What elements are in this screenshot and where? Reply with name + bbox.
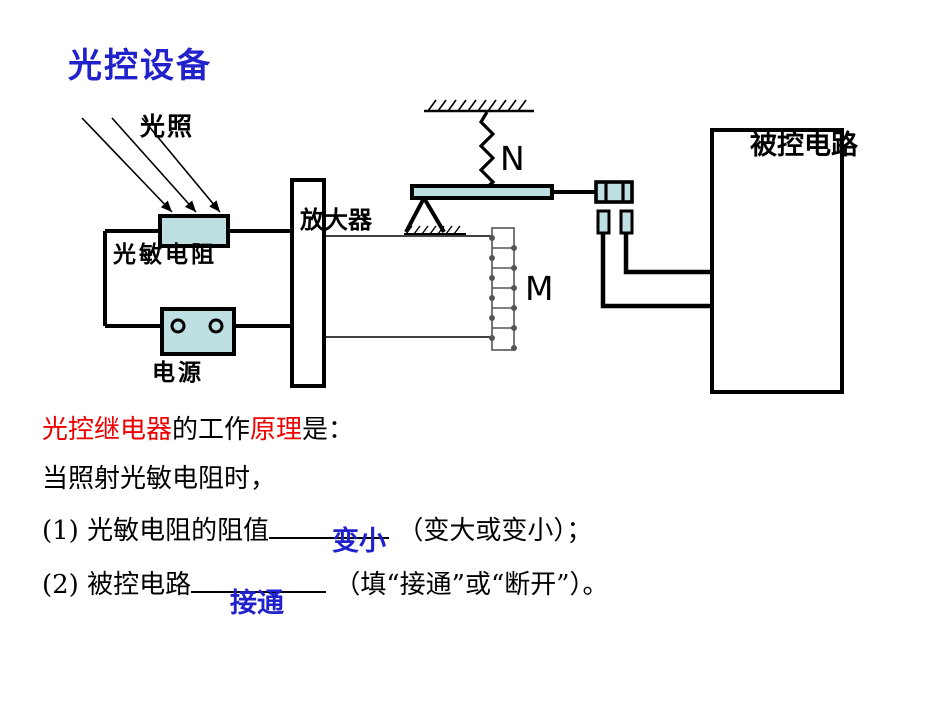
item-2-number: (2)	[42, 570, 79, 600]
question-item-1: (1) 光敏电阻的阻值 （变大或变小）；	[42, 506, 922, 560]
item-2-text-before: 被控电路	[87, 570, 192, 600]
pivot-stand	[404, 196, 446, 234]
relay-contact-pin-right	[619, 209, 634, 235]
amplifier-label: 放大器	[300, 205, 372, 234]
heading-text-of-working: 的工作	[172, 415, 251, 445]
circuit-diagram	[81, 99, 844, 394]
controlled-circuit-box	[710, 128, 844, 394]
amplifier-output-wiring	[324, 235, 492, 338]
ceiling-support	[424, 99, 534, 113]
item-1-answer-blank[interactable]	[269, 537, 390, 539]
item-1-text-before: 光敏电阻的阻值	[87, 516, 270, 546]
spring-symbol	[478, 111, 496, 192]
relay-contact-bridge	[594, 180, 634, 204]
power-source-symbol	[160, 307, 236, 356]
question-text-block: 光控继电器的工作原理是： 当照射光敏电阻时， (1) 光敏电阻的阻值 （变大或变…	[42, 408, 922, 614]
question-heading-line: 光控继电器的工作原理是：	[42, 408, 922, 456]
controlled-circuit-label: 被控电路	[750, 128, 858, 163]
amplifier-box	[290, 178, 326, 388]
pivot-ground-hatch	[404, 225, 466, 235]
light-rays-group	[81, 117, 221, 213]
photoresistor-symbol	[158, 214, 230, 248]
item-1-answer-text: 变小	[332, 526, 386, 557]
power-terminal-negative	[170, 318, 186, 334]
light-label: 光照	[140, 112, 195, 141]
heading-term-relay: 光控继电器	[42, 415, 173, 445]
question-item-2: (2) 被控电路 （填“接通”或“断开”）。	[42, 560, 922, 614]
question-condition-line: 当照射光敏电阻时，	[42, 464, 277, 494]
electromagnet-label: M	[525, 269, 554, 308]
electromagnet-coil	[488, 227, 517, 351]
photoresistor-label: 光敏电阻	[113, 241, 217, 268]
spring-label: N	[500, 139, 525, 178]
heading-term-principle: 原理	[250, 415, 303, 445]
relay-contact-pin-left	[596, 209, 611, 235]
item-1-text-after: （变大或变小）；	[397, 516, 593, 546]
controlled-circuit-wiring	[600, 233, 712, 309]
power-source-label: 电源	[152, 359, 204, 386]
item-2-text-after: （填“接通”或“断开”）。	[334, 570, 609, 600]
item-2-answer-text: 接通	[230, 588, 284, 619]
armature-lever	[410, 184, 554, 200]
power-terminal-positive	[208, 318, 224, 334]
heading-text-is: 是：	[302, 415, 355, 445]
control-loop-wiring	[103, 229, 292, 328]
page-title: 光控设备	[68, 46, 212, 86]
item-2-answer-blank[interactable]	[191, 591, 327, 593]
item-1-number: (1)	[42, 516, 79, 546]
